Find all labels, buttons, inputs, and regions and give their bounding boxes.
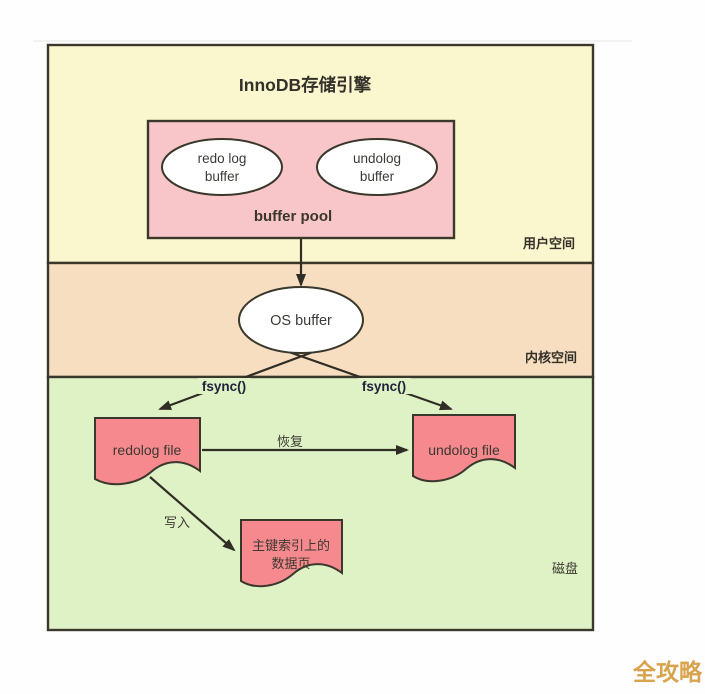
recover-edge-label: 恢复	[277, 434, 303, 449]
redolog-file-shape	[94, 417, 201, 486]
arrow-redolog-to-datapage-write	[149, 476, 236, 552]
undolog-file-label: undolog file	[428, 442, 500, 458]
diagram-title: InnoDB存储引擎	[239, 75, 372, 95]
disk-label: 磁盘	[552, 561, 578, 576]
redo-log-buffer-ellipse	[161, 138, 283, 196]
buffer-pool-label: buffer pool	[254, 208, 332, 225]
fsync-left-label-bg	[198, 378, 251, 394]
redolog-file-label: redolog file	[113, 442, 182, 458]
primary-index-page-label-line1: 主键索引上的	[252, 538, 330, 553]
undolog-file-shape	[412, 414, 516, 483]
primary-index-page-shape	[240, 519, 343, 588]
fsync-right-label: fsync()	[362, 379, 406, 394]
undolog-buffer-label-line1: undolog	[353, 151, 401, 166]
fsync-left-label: fsync()	[202, 379, 246, 394]
os-buffer-ellipse	[238, 286, 364, 354]
primary-index-page-label-line2: 数据页	[271, 556, 310, 571]
redo-log-buffer-label-line1: redo log	[198, 151, 247, 166]
watermark-text: 全攻略	[632, 659, 703, 685]
undolog-buffer-label-line2: buffer	[360, 169, 395, 184]
fsync-right-label-bg	[358, 378, 411, 394]
kernel-space-label: 内核空间	[525, 350, 577, 365]
undolog-buffer-ellipse	[316, 138, 438, 196]
redo-log-buffer-label-line2: buffer	[205, 169, 240, 184]
os-buffer-label: OS buffer	[270, 313, 332, 329]
user-space-label: 用户空间	[522, 236, 575, 251]
write-edge-label: 写入	[164, 515, 190, 530]
